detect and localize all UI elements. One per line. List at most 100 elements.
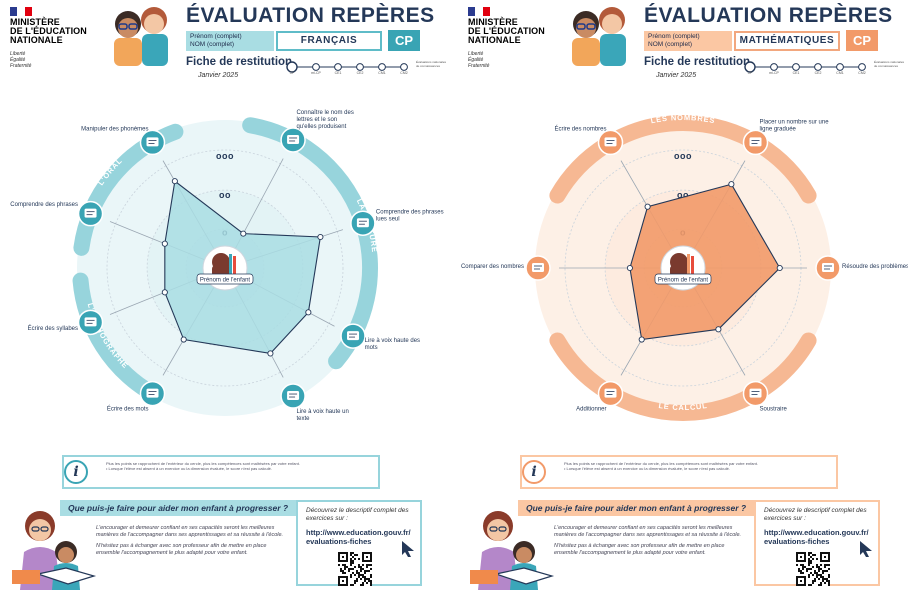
letter-sound-icon: [280, 127, 306, 153]
qr-code-icon[interactable]: [796, 552, 830, 586]
scale-mark: oo: [219, 190, 231, 200]
write-numbers-icon: [597, 129, 624, 156]
score-point: [180, 336, 187, 343]
score-point: [728, 181, 735, 188]
understand-phrases-icon: [77, 200, 104, 227]
skill-label: Comprendre des phrases: [10, 202, 78, 208]
french-flag-icon: [468, 7, 490, 16]
info-box: Plus les points se rapprochent de l'exté…: [520, 455, 838, 489]
level-badge: CP: [388, 30, 420, 51]
compare-numbers-icon: [525, 255, 551, 281]
skill-label: Résoudre des problèmes: [842, 264, 908, 270]
parent-child-reading-icon: [12, 511, 97, 590]
skill-label: Manipuler des phonèmes: [81, 126, 148, 132]
grid-ring: [106, 149, 344, 387]
timeline-note: Évaluations nationales de connaissances: [874, 60, 905, 68]
report-title: Fiche de restitution: [186, 56, 293, 68]
add-icon: [597, 380, 624, 407]
parent-child-reading-icon: [470, 511, 555, 590]
score-point: [305, 309, 312, 316]
children-illustration-icon: [114, 7, 168, 66]
center-label: Prénom de l'enfant: [658, 278, 709, 284]
scale-mark: ooo: [674, 151, 692, 161]
read-aloud-text-icon: [280, 383, 306, 409]
number-line-icon: [742, 129, 769, 156]
skill-label: Écrire des nombres: [554, 125, 606, 132]
write-syllables-icon: [77, 309, 104, 336]
reading-phrases-icon: [350, 210, 376, 236]
score-point: [267, 350, 274, 357]
scale-mark: oo: [677, 190, 689, 200]
timeline-icon: [286, 61, 408, 73]
subject-label: MATHÉMATIQUES: [734, 31, 840, 51]
subject-label: FRANÇAIS: [276, 31, 382, 51]
score-point: [626, 264, 633, 272]
score-point: [638, 336, 645, 343]
qr-code-icon[interactable]: [338, 552, 372, 586]
radar-chart-francais: LA LECTUREL'ORTHOGRAPHEL'ORALooooooPréno…: [0, 90, 450, 440]
report-title: Fiche de restitution: [644, 56, 751, 68]
skill-label: Additionner: [576, 407, 606, 413]
center-label-box: [654, 273, 712, 285]
timeline-note: Évaluations nationales de connaissances: [416, 60, 447, 68]
page-title: ÉVALUATION REPÈRES: [644, 4, 893, 27]
phonemes-icon: [139, 129, 166, 156]
student-name-field: Prénom (complet)NOM (complet): [644, 31, 732, 51]
website-box: Découvrez le descriptif complet des exer…: [754, 500, 880, 586]
score-point: [240, 230, 247, 237]
skill-label: Comparer des nombres: [461, 264, 524, 270]
score-point: [776, 264, 783, 272]
score-point: [161, 289, 168, 296]
problem-solving-icon: [815, 255, 841, 281]
website-link[interactable]: http://www.education.gouv.fr/evaluations…: [306, 528, 411, 546]
french-flag-icon: [10, 7, 32, 16]
student-name-field: Prénom (complet)NOM (complet): [186, 31, 274, 51]
help-title: Que puis-je faire pour aider mon enfant …: [518, 500, 755, 516]
score-point: [161, 240, 168, 247]
score-point: [715, 326, 722, 333]
section-band: [549, 115, 817, 204]
help-title: Que puis-je faire pour aider mon enfant …: [60, 500, 297, 516]
website-box: Découvrez le descriptif complet des exer…: [296, 500, 422, 586]
page-title: ÉVALUATION REPÈRES: [186, 4, 435, 27]
cursor-icon: [402, 541, 414, 557]
timeline-icon: [744, 61, 866, 73]
skill-label: Soustraire: [760, 407, 788, 413]
help-text: L'encourager et demeurer confiant en ses…: [554, 525, 742, 556]
center-label-box: [196, 273, 254, 285]
children-illustration-icon: [572, 7, 626, 66]
report-date: Janvier 2025: [198, 72, 239, 79]
report-date: Janvier 2025: [656, 72, 697, 79]
info-icon: i: [64, 460, 88, 484]
help-text: L'encourager et demeurer confiant en ses…: [96, 525, 284, 556]
score-point: [644, 203, 651, 210]
read-aloud-words-icon: [340, 323, 366, 349]
score-point: [171, 178, 178, 185]
write-words-icon: [139, 380, 166, 407]
section-band: [72, 272, 161, 402]
level-badge: CP: [846, 30, 878, 51]
skill-label: Écrire des syllabes: [28, 325, 78, 332]
center-label: Prénom de l'enfant: [200, 278, 251, 284]
score-point: [317, 233, 324, 241]
cursor-icon: [860, 541, 872, 557]
info-icon: i: [522, 460, 546, 484]
website-link[interactable]: http://www.education.gouv.fr/evaluations…: [764, 528, 869, 546]
section-label: LE CALCUL: [658, 401, 708, 412]
subtract-icon: [742, 380, 769, 407]
section-label: LES NOMBRES: [650, 113, 716, 125]
skill-label: Écrire des mots: [107, 406, 149, 413]
